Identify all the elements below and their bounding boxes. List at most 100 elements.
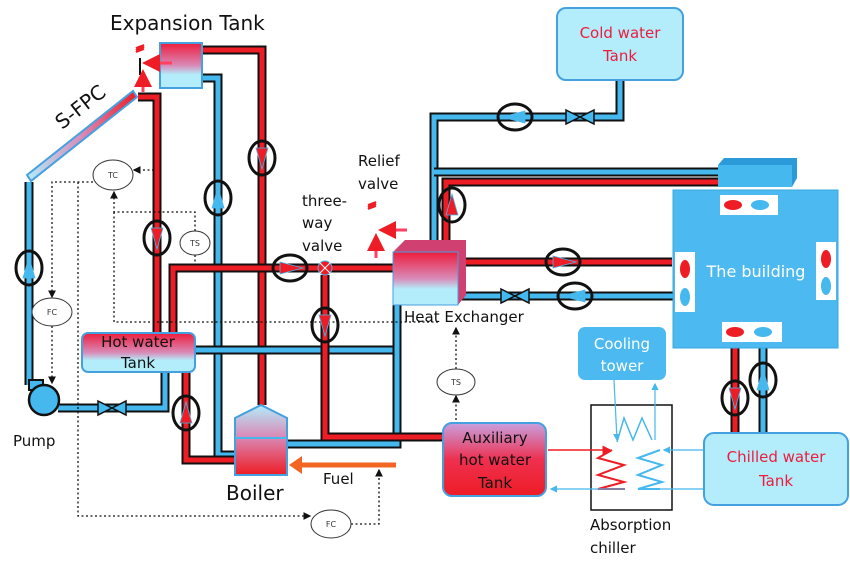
heat-exchanger — [392, 240, 466, 306]
pump-label: Pump — [13, 432, 55, 450]
controller-tc: TC — [92, 159, 134, 191]
flow-direction-arrow — [500, 110, 526, 124]
hot-water-tank — [81, 332, 196, 373]
pump-ring — [271, 253, 309, 283]
air-handling-unit — [718, 158, 797, 187]
boiler-return-pipe-fill — [287, 305, 400, 447]
circulation-pump-icon — [142, 219, 172, 257]
heat-exchanger-label: Heat Exchanger — [404, 308, 525, 326]
expansion-hot-pipe-fill — [202, 47, 265, 405]
aux-tank-label-2: hot water — [459, 451, 532, 469]
circulation-pump-icon — [544, 247, 582, 277]
chilled-water-tank — [703, 432, 849, 506]
svg-text:FC: FC — [326, 520, 337, 529]
flow-direction-arrow — [318, 314, 332, 338]
cooling-tower-label-1: Cooling — [594, 335, 650, 353]
circulation-pump-icon — [247, 139, 277, 177]
control-signal-line — [77, 182, 312, 520]
flow-direction-arrow — [179, 400, 193, 424]
flow-direction-arrow — [560, 289, 586, 303]
solar-collector — [25, 89, 139, 183]
flow-direction-arrow — [445, 192, 459, 216]
pipes — [24, 45, 768, 465]
pump-ring — [142, 219, 172, 257]
control-signal-lines — [48, 166, 460, 525]
aux-tank-label-3: Tank — [477, 474, 512, 492]
pump-ring — [748, 361, 778, 399]
chiller-label-1: Absorption — [590, 516, 671, 534]
chiller-label-2: chiller — [590, 539, 636, 557]
hot-water-tank-label-2: Tank — [120, 354, 155, 372]
circulation-pump-icon — [437, 186, 467, 224]
flow-direction-arrow — [756, 367, 770, 391]
chilled-tank-label-1: Chilled water — [727, 448, 827, 466]
relief-valve-label-2: valve — [358, 175, 398, 193]
ahu-hot-pipe-fill — [443, 179, 718, 252]
sensor-ts-top: TS — [179, 230, 211, 256]
building-terminal-units — [675, 195, 836, 342]
absorption-chiller — [548, 379, 705, 511]
pump-ring — [556, 281, 594, 311]
circulation-pumps — [14, 102, 778, 432]
circulation-pump-icon — [556, 281, 594, 311]
circulation-pump-icon — [496, 102, 534, 132]
cold-water-pipe — [429, 80, 625, 252]
svg-text:FC: FC — [47, 308, 58, 317]
gate-valves — [97, 108, 595, 417]
flow-direction-arrow — [279, 261, 305, 275]
fuel-arrow-icon — [289, 456, 302, 474]
three-way-valve-label-1: three- — [302, 192, 347, 210]
flow-direction-arrow — [150, 227, 164, 251]
fuel-label: Fuel — [323, 470, 354, 488]
cooling-tower — [578, 327, 666, 380]
pump-ring — [720, 379, 750, 417]
pump-ring — [203, 179, 233, 217]
cold-water-tank — [556, 7, 684, 81]
circulation-pump-icon — [203, 179, 233, 217]
controller-fc-left: FC — [31, 297, 73, 327]
flow-direction-arrow — [22, 255, 36, 279]
pump-ring — [437, 186, 467, 224]
pump-ring — [544, 247, 582, 277]
aux-tank-label-1: Auxiliary — [462, 429, 528, 447]
cold-water-tank-label-2: Tank — [602, 47, 637, 65]
pump-ring — [14, 249, 44, 287]
auxiliary-hot-water-tank — [442, 422, 547, 497]
chilled-tank-label-2: Tank — [758, 472, 793, 490]
boiler — [234, 403, 288, 476]
control-signal-line — [351, 468, 383, 525]
cold-water-pipe-fill — [431, 80, 623, 252]
flow-direction-arrow — [255, 147, 269, 171]
hot-water-tank-label-1: Hot water — [101, 333, 176, 351]
controller-fc-bottom: FC — [310, 509, 352, 539]
circulation-pump-icon — [171, 394, 201, 432]
building-label: The building — [706, 262, 806, 281]
pump-ring — [247, 139, 277, 177]
circulation-pump-icon — [310, 306, 340, 344]
flow-direction-arrow — [552, 255, 578, 269]
collector-hot-pipe — [138, 92, 162, 333]
boiler-return-pipe — [287, 305, 402, 449]
three-way-valve-label-3: valve — [302, 237, 342, 255]
boiler-label: Boiler — [226, 481, 284, 505]
control-signal-line — [110, 190, 196, 231]
pump-supply-pipe — [58, 372, 170, 413]
flow-direction-arrow — [211, 185, 225, 209]
expansion-tank — [159, 42, 203, 89]
pump-ring — [171, 394, 201, 432]
gate-valve-icon — [97, 399, 127, 417]
control-signal-line — [48, 181, 93, 299]
building — [672, 189, 839, 349]
svg-text:TS: TS — [189, 239, 200, 248]
cold-water-tank-label-1: Cold water — [580, 24, 662, 42]
expansion-tank-label: Expansion Tank — [110, 11, 265, 35]
pump-icon — [27, 379, 61, 417]
gate-valve-icon — [565, 108, 595, 126]
relief-valve-label-1: Relief — [358, 152, 401, 170]
three-way-valve-icon — [317, 260, 333, 276]
circulation-pump-icon — [14, 249, 44, 287]
cooling-tower-label-2: tower — [601, 357, 645, 375]
pump-supply-pipe-fill — [58, 372, 168, 411]
